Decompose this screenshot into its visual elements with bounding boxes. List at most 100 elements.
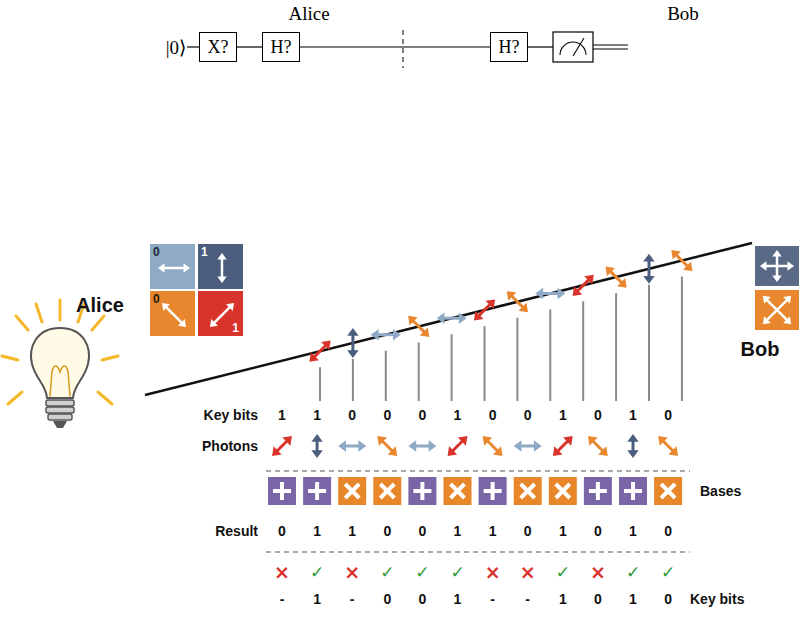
basis-symbol [451,484,465,498]
classical-wire [593,44,628,45]
arrow-head [448,446,458,456]
result-bit: 1 [348,523,356,539]
party-name: Alice [288,3,329,25]
key-bit: 1 [629,407,637,423]
arrow-shaft [610,271,622,283]
photon-arrow [573,275,594,296]
sifted-bit: - [280,591,285,607]
tick-line [681,277,683,401]
result-bit: 0 [278,523,286,539]
arrow-head [763,316,771,324]
arrow-shaft [314,345,326,357]
sifted-bit: 0 [418,591,426,607]
arrow-shaft [767,300,788,321]
arrow-head [474,311,484,321]
tick-line [484,326,486,401]
bob-rect-basis [755,246,799,286]
meter-box [553,32,593,62]
arrow-shaft [776,255,779,277]
basis-arrow [772,250,782,282]
sifted-bit: 0 [594,591,602,607]
arrow-head [178,319,186,327]
match-mark: ✓ [661,562,675,582]
result-bit: 1 [629,523,637,539]
arrow-shaft [478,304,490,316]
arrow-shaft [351,334,354,352]
arrow-shaft [452,441,463,452]
arrow-head [338,440,346,451]
gate-box: H? [262,32,300,62]
photon-arrow [627,434,638,458]
result-bit: 0 [524,523,532,539]
party-name: Bob [741,338,780,361]
row-label: Key bits [204,407,258,423]
arrow-head [217,277,227,284]
sifted-bit: 1 [313,591,321,607]
basis-symbol [521,484,535,498]
photon-arrow [408,316,429,337]
arrow-shaft [277,441,288,452]
basis-square [268,477,296,505]
basis-square [408,477,436,505]
match-mark: × [485,561,501,583]
arrow-head [408,440,416,451]
match-mark: ✓ [450,562,464,582]
row-label: Result [215,523,258,539]
photon-arrow [643,254,654,284]
tick-line [352,359,354,401]
key-bit: 0 [594,407,602,423]
arrow-head [486,299,496,309]
arrow-head [534,440,542,451]
arrow-head [507,291,517,301]
basis-square [338,477,366,505]
arrow-head [643,276,654,284]
basis-symbol [491,482,495,500]
arrow-head [347,350,358,358]
arrow-head [627,450,638,458]
wire-line [300,46,490,47]
key-bit: 0 [348,407,356,423]
sifted-bit: 0 [664,591,672,607]
arrow-head [558,288,566,299]
basis-symbol [315,482,319,500]
separator [266,470,690,471]
photon-arrow [483,436,503,456]
photon-arrow [408,440,436,451]
basis-symbol [420,482,424,500]
photon-arrow [507,291,528,312]
basis-arrow [763,296,791,324]
arrow-head [760,261,767,271]
arrow-head [483,436,493,446]
arrow-shaft [767,300,788,321]
basis-square [303,477,331,505]
basis-square [373,477,401,505]
arrow-head [573,286,583,296]
classical-wire [593,48,628,49]
arrow-shaft [344,445,360,448]
photon-arrow [553,436,573,456]
match-mark: × [590,561,606,583]
encoding-square: 1 [198,244,243,289]
light-bulb [2,300,118,428]
photon-arrow [377,436,397,456]
photon-arrow [371,329,401,340]
basis-symbol [596,482,600,500]
tick-line [648,285,650,401]
arrow-head [429,440,437,451]
arrow-head [783,316,791,324]
arrow-head [311,434,322,442]
tick-line [582,301,584,401]
basis-symbol [556,484,570,498]
key-bit: 0 [524,407,532,423]
basis-square [444,477,472,505]
sifted-bit: 1 [629,591,637,607]
photon-arrow [671,250,692,271]
arrow-head [388,446,398,456]
photon-arrow [535,288,565,299]
arrow-shaft [592,441,603,452]
basis-arrow [763,296,791,324]
arrow-head [162,303,170,311]
arrow-head [158,263,165,273]
arrow-head [226,303,234,311]
quantum-channel [145,243,752,395]
